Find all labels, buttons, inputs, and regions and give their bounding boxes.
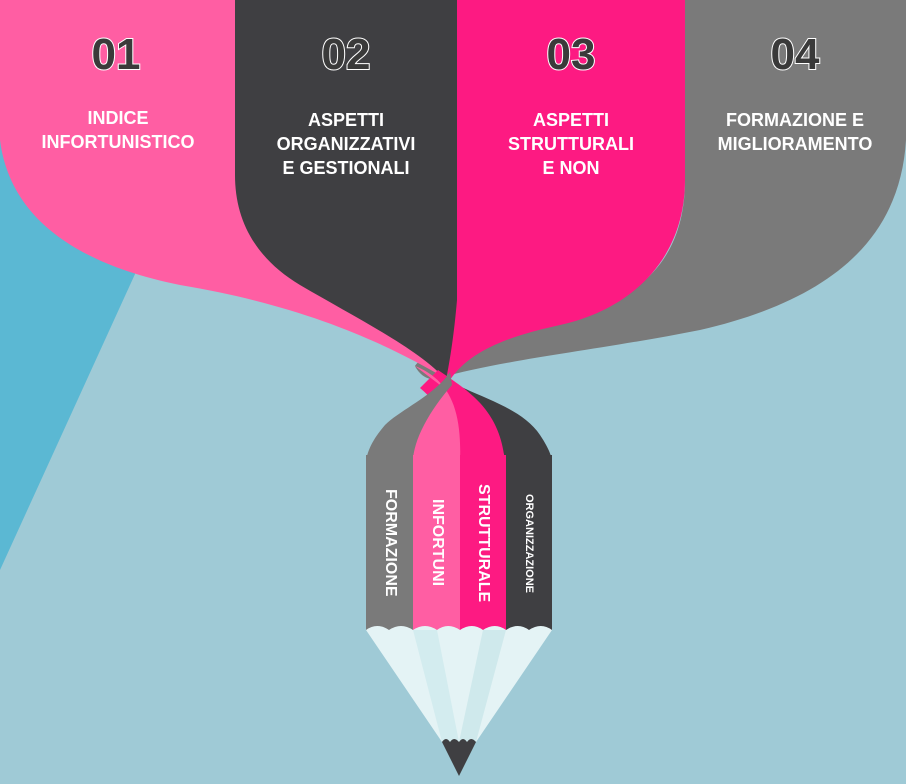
pencil-tip (442, 739, 476, 776)
step-title-03-line-3: E NON (542, 158, 600, 178)
pencil-strip-strutturale (460, 455, 506, 630)
step-title-03: ASPETTI STRUTTURALI E NON (471, 108, 671, 180)
step-title-04-line-2: MIGLIORAMENTO (717, 134, 873, 154)
ribbon-02 (235, 0, 457, 380)
step-title-01-line-1: INDICE (87, 108, 149, 128)
pencil-label-infortuni: INFORTUNI (429, 499, 446, 587)
pencil-strip-organizzazione (506, 455, 552, 630)
ribbon-04 (415, 0, 906, 380)
pencil-strip-formazione (366, 455, 413, 630)
step-title-02-line-1: ASPETTI (307, 110, 384, 130)
step-title-02-line-2: ORGANIZZATIVI (276, 134, 416, 154)
ribbon-03 (445, 0, 685, 380)
step-title-04: FORMAZIONE E MIGLIORAMENTO (695, 108, 895, 156)
strand-infortuni (413, 366, 461, 462)
pencil-label-strutturale: STRUTTURALE (475, 483, 492, 603)
pencil-label-formazione: FORMAZIONE (382, 489, 399, 597)
step-title-01-line-2: INFORTUNISTICO (41, 132, 195, 152)
step-number-01: 01 (91, 29, 142, 80)
step-number-03: 03 (546, 29, 597, 80)
step-title-03-line-1: ASPETTI (532, 110, 609, 130)
step-title-03-line-2: STRUTTURALI (508, 134, 634, 154)
ribbon-01 (0, 0, 445, 378)
step-number-02: 02 (321, 29, 372, 80)
step-number-04: 04 (770, 29, 821, 80)
step-title-01: INDICE INFORTUNISTICO (18, 106, 218, 154)
strand-formazione (366, 372, 452, 462)
pencil-wood-shade (413, 630, 459, 742)
step-title-02-line-3: E GESTIONALI (282, 158, 410, 178)
step-title-02: ASPETTI ORGANIZZATIVI E GESTIONALI (246, 108, 446, 180)
pencil-strip-infortuni (413, 455, 460, 630)
step-title-04-line-1: FORMAZIONE E (726, 110, 864, 130)
pencil-wood (366, 626, 552, 742)
pencil-wood-shade-right (459, 630, 506, 742)
pencil-label-organizzazione: ORGANIZZAZIONE (523, 493, 535, 593)
